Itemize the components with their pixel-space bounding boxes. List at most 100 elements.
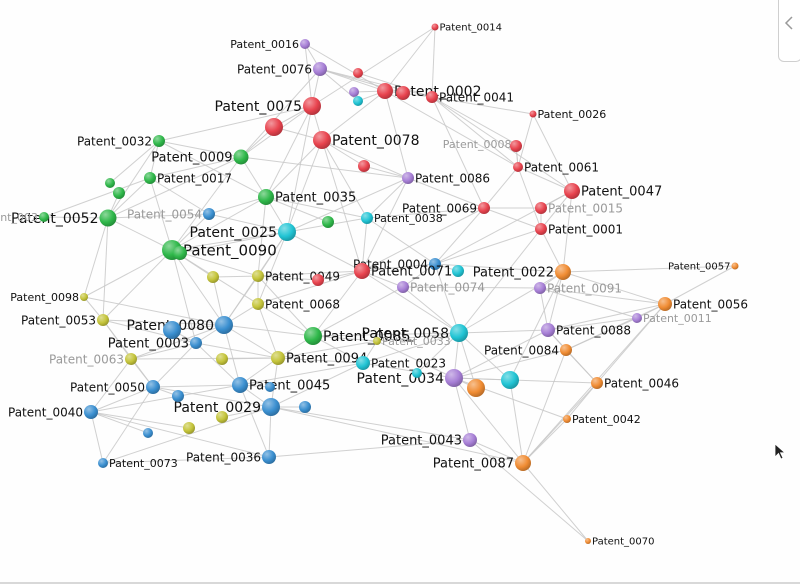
graph-node[interactable]: Patent_0069: [402, 201, 490, 215]
node-circle[interactable]: [143, 428, 153, 438]
graph-node[interactable]: Patent_0054: [127, 207, 215, 221]
node-circle[interactable]: [304, 327, 322, 345]
graph-node[interactable]: [173, 246, 187, 260]
graph-node[interactable]: Patent_0043: [381, 433, 477, 449]
graph-node[interactable]: [412, 368, 422, 378]
graph-node[interactable]: Patent_0074: [397, 280, 485, 294]
node-circle[interactable]: [529, 110, 537, 118]
node-circle[interactable]: [216, 411, 228, 423]
graph-node[interactable]: Patent_0002: [377, 83, 482, 100]
graph-node[interactable]: [207, 271, 219, 283]
graph-node[interactable]: Patent_0045: [232, 377, 330, 394]
node-circle[interactable]: [585, 538, 591, 544]
node-circle[interactable]: [353, 96, 363, 106]
graph-node[interactable]: [299, 401, 311, 413]
graph-node[interactable]: Patent_0009: [151, 149, 249, 166]
node-circle[interactable]: [303, 97, 321, 115]
graph-node[interactable]: Patent_0022: [473, 264, 571, 281]
graph-node[interactable]: [322, 216, 334, 228]
node-circle[interactable]: [203, 208, 215, 220]
node-circle[interactable]: [353, 68, 363, 78]
node-circle[interactable]: [232, 377, 248, 393]
node-circle[interactable]: [84, 405, 98, 419]
node-circle[interactable]: [396, 86, 410, 100]
node-circle[interactable]: [564, 183, 580, 199]
node-circle[interactable]: [463, 433, 477, 447]
node-circle[interactable]: [300, 39, 310, 49]
graph-node[interactable]: Patent_0053: [21, 313, 109, 327]
node-circle[interactable]: [534, 282, 546, 294]
node-circle[interactable]: [39, 212, 49, 222]
graph-node[interactable]: [467, 379, 485, 397]
node-circle[interactable]: [233, 149, 249, 165]
node-circle[interactable]: [452, 265, 464, 277]
graph-node[interactable]: Patent_0017: [144, 171, 232, 185]
node-circle[interactable]: [278, 223, 296, 241]
node-circle[interactable]: [361, 212, 373, 224]
graph-node[interactable]: Patent_0025: [190, 223, 297, 241]
graph-node[interactable]: Patent_0038: [361, 212, 443, 225]
graph-node[interactable]: Patent_0094: [271, 351, 367, 367]
graph-node[interactable]: Patent_0076: [237, 62, 327, 76]
graph-node[interactable]: [183, 422, 195, 434]
graph-node[interactable]: Patent_0034: [357, 369, 464, 387]
node-circle[interactable]: [513, 162, 523, 172]
node-circle[interactable]: [412, 368, 422, 378]
node-circle[interactable]: [98, 458, 108, 468]
node-circle[interactable]: [173, 246, 187, 260]
graph-node[interactable]: Patent_0071: [354, 263, 452, 280]
graph-node[interactable]: Patent_0008: [443, 138, 520, 151]
node-circle[interactable]: [299, 401, 311, 413]
node-circle[interactable]: [467, 379, 485, 397]
node-circle[interactable]: [183, 422, 195, 434]
graph-node[interactable]: Patent_0016: [230, 38, 310, 51]
graph-node[interactable]: Patent_0087: [433, 455, 531, 472]
graph-node[interactable]: Patent_003: [0, 211, 49, 224]
graph-node[interactable]: Patent_0004: [353, 257, 441, 271]
node-circle[interactable]: [97, 314, 109, 326]
node-circle[interactable]: [172, 390, 184, 402]
graph-node[interactable]: Patent_0084: [484, 343, 572, 357]
node-circle[interactable]: [535, 202, 547, 214]
node-circle[interactable]: [262, 450, 276, 464]
graph-node[interactable]: Patent_0068: [252, 297, 340, 311]
graph-node[interactable]: Patent_0049: [252, 269, 340, 283]
node-circle[interactable]: [478, 202, 490, 214]
node-circle[interactable]: [216, 353, 228, 365]
graph-node[interactable]: Patent_0003: [108, 337, 202, 352]
graph-node[interactable]: Patent_0047: [564, 183, 662, 200]
graph-node[interactable]: Patent_0033: [373, 335, 451, 348]
node-circle[interactable]: [312, 274, 324, 286]
node-circle[interactable]: [252, 298, 264, 310]
graph-node[interactable]: [143, 428, 153, 438]
graph-node[interactable]: Patent_0040: [8, 405, 98, 419]
node-circle[interactable]: [560, 344, 572, 356]
graph-node[interactable]: Patent_0041: [426, 90, 514, 104]
node-circle[interactable]: [501, 371, 519, 389]
graph-node[interactable]: Patent_0070: [585, 537, 655, 548]
node-circle[interactable]: [80, 293, 88, 301]
node-circle[interactable]: [163, 321, 181, 339]
graph-node[interactable]: Patent_0015: [535, 201, 623, 215]
graph-node[interactable]: [510, 140, 522, 152]
node-circle[interactable]: [731, 262, 739, 270]
node-circle[interactable]: [105, 178, 115, 188]
graph-node[interactable]: Patent_0063: [49, 352, 137, 366]
graph-node[interactable]: [501, 371, 519, 389]
node-circle[interactable]: [313, 62, 327, 76]
graph-node[interactable]: [353, 96, 363, 106]
node-circle[interactable]: [591, 377, 603, 389]
side-panel-toggle[interactable]: [778, 0, 800, 62]
node-circle[interactable]: [99, 209, 117, 227]
node-circle[interactable]: [354, 263, 370, 279]
node-circle[interactable]: [190, 337, 202, 349]
graph-node[interactable]: [265, 118, 283, 136]
graph-node[interactable]: Patent_0058: [362, 324, 469, 342]
node-circle[interactable]: [265, 382, 275, 392]
node-circle[interactable]: [377, 83, 393, 99]
node-circle[interactable]: [373, 337, 381, 345]
graph-node[interactable]: Patent_0026: [529, 108, 607, 121]
graph-node[interactable]: Patent_0046: [591, 376, 679, 390]
graph-node[interactable]: Patent_0088: [541, 323, 631, 337]
